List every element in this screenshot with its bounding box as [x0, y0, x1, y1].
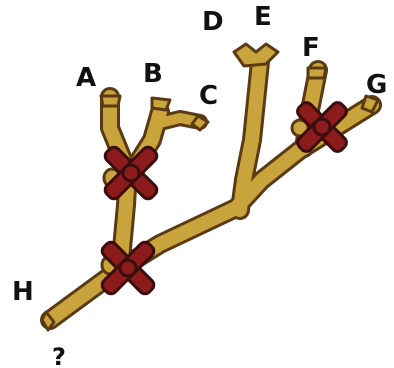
label-f: F: [302, 33, 320, 63]
cut-end-b: [152, 98, 170, 110]
label-d: D: [202, 7, 224, 37]
cut-end-de: [234, 44, 278, 66]
cut-end-f: [308, 68, 326, 78]
label-h: H: [12, 277, 34, 307]
label-b: B: [143, 59, 163, 89]
label-unknown: ?: [52, 343, 66, 368]
label-e: E: [254, 2, 272, 32]
label-g: G: [366, 70, 387, 100]
cut-end-a: [101, 96, 120, 106]
label-c: C: [199, 81, 218, 111]
label-a: A: [76, 63, 96, 93]
